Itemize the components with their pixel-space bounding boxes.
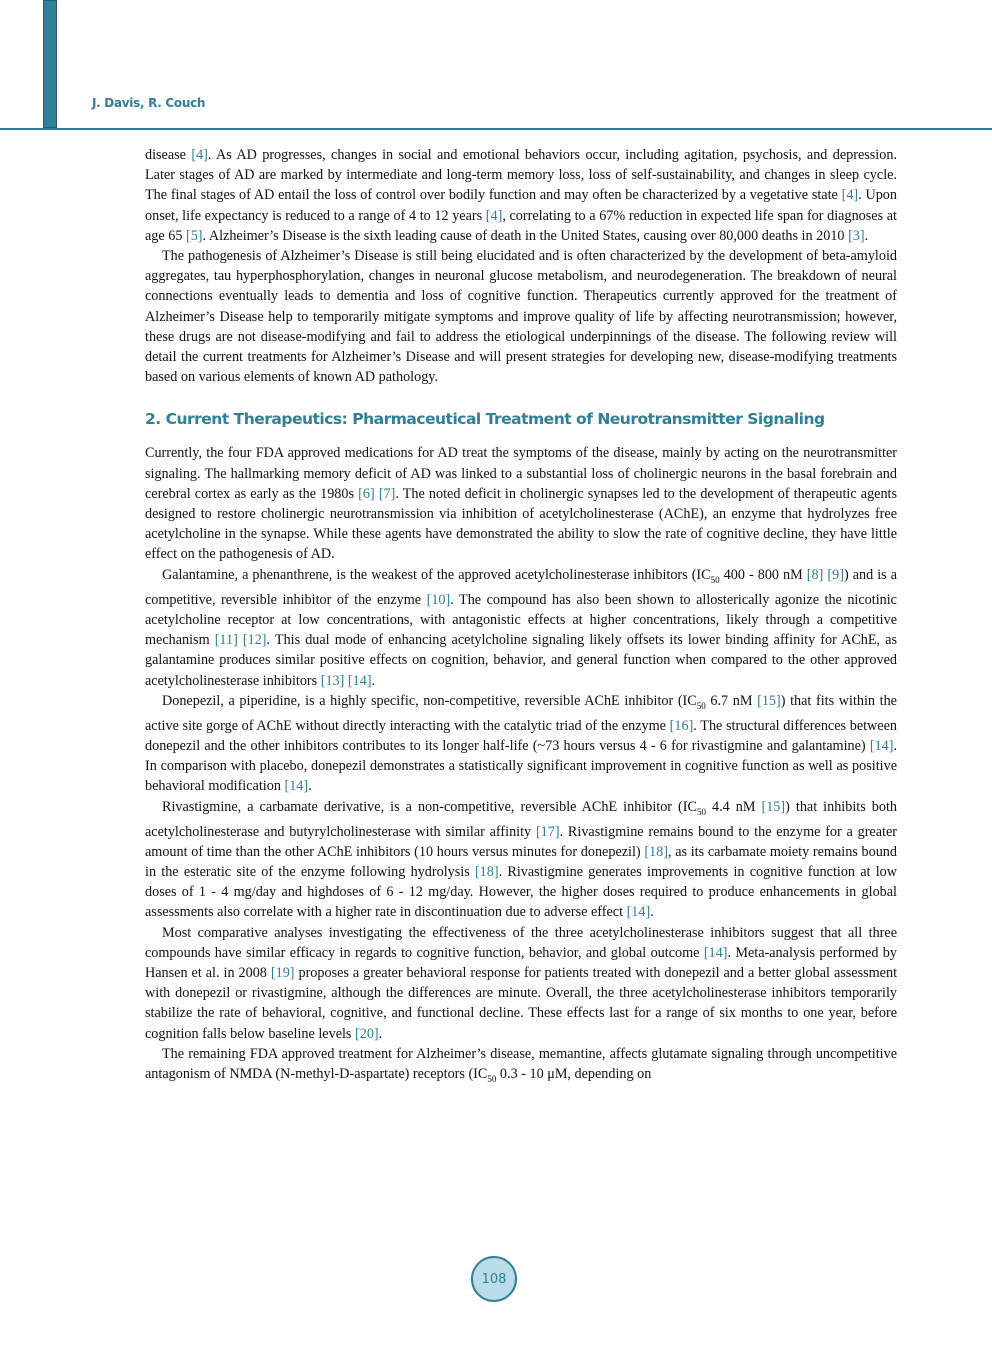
citation-link[interactable]: [14] — [869, 737, 894, 754]
paragraph-memantine: The remaining FDA approved treatment for… — [145, 1045, 897, 1084]
citation-link[interactable]: [18] — [474, 863, 499, 880]
citation-link[interactable]: [7] — [378, 485, 396, 502]
citation-link[interactable]: [15] — [757, 692, 781, 709]
paragraph-1: disease [4]. As AD progresses, changes i… — [145, 147, 897, 244]
citation-link[interactable]: [4] — [841, 187, 859, 204]
citation-link[interactable]: [3] — [848, 227, 865, 244]
paragraph-rivastigmine: Rivastigmine, a carbamate derivative, is… — [145, 798, 897, 921]
citation-link[interactable]: [16] — [669, 717, 694, 734]
citation-link[interactable]: [15] — [761, 798, 786, 815]
citation-link[interactable]: [10] — [426, 591, 451, 608]
citation-link[interactable]: [12] — [242, 632, 267, 649]
citation-link[interactable]: [5] — [185, 227, 203, 244]
article-body: disease [4]. As AD progresses, changes i… — [145, 145, 897, 1089]
section-heading: 2. Current Therapeutics: Pharmaceutical … — [145, 410, 825, 429]
paragraph-3: Currently, the four FDA approved medicat… — [145, 445, 898, 563]
citation-link[interactable]: [4] — [191, 147, 208, 163]
citation-link[interactable]: [20] — [355, 1025, 379, 1042]
paragraph-2: The pathogenesis of Alzheimer’s Disease … — [145, 248, 897, 386]
citation-link[interactable]: [8] — [806, 566, 824, 583]
citation-link[interactable]: [11] — [214, 632, 238, 649]
header-rule — [0, 128, 992, 130]
citation-link[interactable]: [9] — [827, 566, 844, 583]
citation-link[interactable]: [4] — [485, 207, 503, 224]
header-accent-bar — [43, 0, 57, 128]
paragraph-donepezil: Donepezil, a piperidine, is a highly spe… — [145, 692, 897, 795]
citation-link[interactable]: [14] — [284, 778, 309, 795]
citation-link[interactable]: [6] — [358, 485, 375, 502]
citation-link[interactable]: [17] — [535, 823, 560, 840]
citation-link[interactable]: [14] — [703, 944, 728, 961]
paragraph-galantamine: Galantamine, a phenanthrene, is the weak… — [145, 566, 898, 689]
running-head-authors: J. Davis, R. Couch — [92, 96, 206, 110]
citation-link[interactable]: [14] — [347, 672, 372, 689]
citation-link[interactable]: [18] — [644, 843, 668, 860]
citation-link[interactable]: [13] — [320, 672, 345, 689]
citation-link[interactable]: [14] — [626, 904, 651, 921]
paragraph-comparative: Most comparative analyses investigating … — [145, 924, 898, 1042]
page-number-badge: 108 — [471, 1256, 517, 1302]
citation-link[interactable]: [19] — [270, 965, 295, 981]
